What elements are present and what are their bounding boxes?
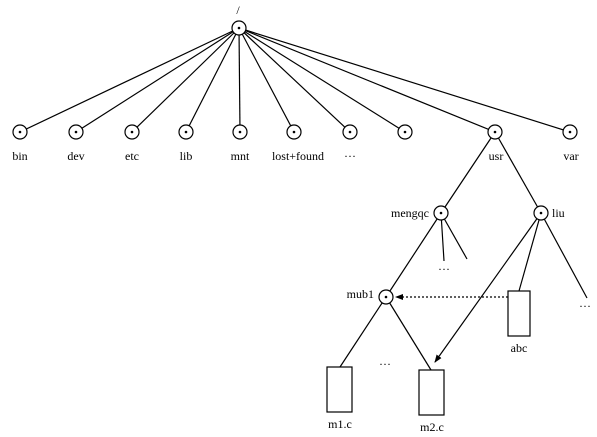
node-ellipsis: ··· (342, 124, 358, 163)
file-box-m1c (326, 366, 353, 413)
node-m1c: m1.c (326, 366, 353, 431)
node-mnt-label: mnt (231, 149, 250, 163)
edge-root-dev (75, 27, 240, 133)
edge-root-etc (131, 27, 240, 133)
link-liu-m2c (434, 212, 542, 363)
node-root-label: / (236, 3, 240, 17)
node-m2c-label: m2.c (420, 420, 444, 434)
node-lib-label: lib (180, 149, 193, 163)
node-liu: liu (533, 205, 565, 221)
edge-root-mnt (238, 27, 241, 133)
node-lib: lib (178, 124, 194, 163)
edge-mengqc-mub1 (385, 212, 442, 298)
node-abc-label: abc (511, 341, 528, 355)
node-mengqc: mengqc (391, 205, 449, 221)
node-bin: bin (12, 124, 28, 163)
node-unnamed (397, 124, 413, 140)
node-etc-label: etc (125, 149, 139, 163)
liu-ellipsis-label: ··· (579, 299, 591, 313)
node-var-label: var (563, 149, 578, 163)
node-ellipsis-label: ··· (344, 149, 356, 163)
edge-root-var (238, 27, 571, 133)
edge-usr-mengqc (440, 131, 496, 214)
edge-root-bin (19, 27, 240, 133)
node-m1c-label: m1.c (328, 417, 352, 431)
node-liu-label: liu (552, 206, 565, 220)
edge-mengqc-ellipsis-a (440, 212, 445, 262)
file-box-m2c (418, 369, 445, 416)
node-dev: dev (67, 124, 85, 163)
edge-usr-liu (494, 131, 542, 214)
node-lost-found: lost+found (272, 124, 324, 163)
mengqc-ellipsis-label: ··· (438, 262, 450, 276)
subtree-edges (339, 131, 588, 371)
mub1-ellipsis-label: ··· (379, 357, 391, 371)
node-dev-label: dev (67, 149, 84, 163)
node-mnt: mnt (231, 124, 250, 163)
edge-liu-ellipsis (540, 212, 588, 299)
edge-mengqc-ellipsis-b (440, 212, 468, 260)
edge-mub1-m1c (339, 296, 387, 368)
edge-liu-abc (518, 212, 542, 292)
node-mub1-label: mub1 (347, 287, 374, 301)
edge-root-usr (238, 27, 496, 133)
node-etc: etc (124, 124, 140, 163)
edge-mub1-m2c (385, 296, 432, 371)
node-m2c: m2.c (418, 369, 445, 434)
node-mengqc-label: mengqc (391, 206, 429, 220)
edge-root-unnamed (238, 27, 406, 133)
root-edges (19, 27, 571, 133)
node-mub1: mub1 (347, 287, 394, 305)
node-root: / (231, 3, 247, 36)
node-usr-label: usr (489, 149, 504, 163)
node-lost-found-label: lost+found (272, 149, 324, 163)
edge-root-ellipsis (238, 27, 351, 133)
level1-nodes: bin dev etc lib mnt lost+found (12, 124, 579, 163)
node-usr: usr (487, 124, 504, 163)
edge-root-lost (238, 27, 295, 133)
edge-root-lib (185, 27, 240, 133)
file-box-abc (507, 290, 531, 337)
node-abc: abc (507, 290, 531, 355)
node-bin-label: bin (12, 149, 27, 163)
node-var: var (562, 124, 579, 163)
